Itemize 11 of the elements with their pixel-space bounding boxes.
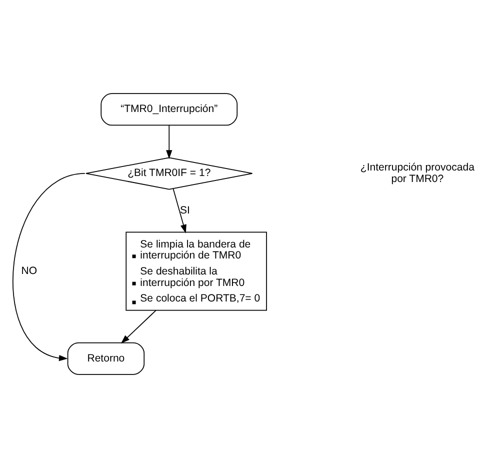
arrow: [120, 310, 156, 344]
node-box: Retorno: [66, 342, 144, 375]
arrow: [166, 124, 172, 159]
label: ¿Interrupción provocada por TMR0?: [360, 161, 474, 185]
arrow: [172, 188, 186, 234]
arrow: [12, 173, 85, 362]
node-box: “TMR0_Interrupción”: [100, 93, 238, 126]
node-box: Se limpia la bandera de interrupción de TMR0 Se deshabilita la interrupción por TMR0 Se coloca el PORTB,7= 0: [125, 232, 266, 311]
edge-label: SI: [179, 204, 190, 216]
node-diamond: ¿Bit TMR0IF = 1?: [85, 157, 252, 190]
edge-label: NO: [20, 265, 37, 278]
